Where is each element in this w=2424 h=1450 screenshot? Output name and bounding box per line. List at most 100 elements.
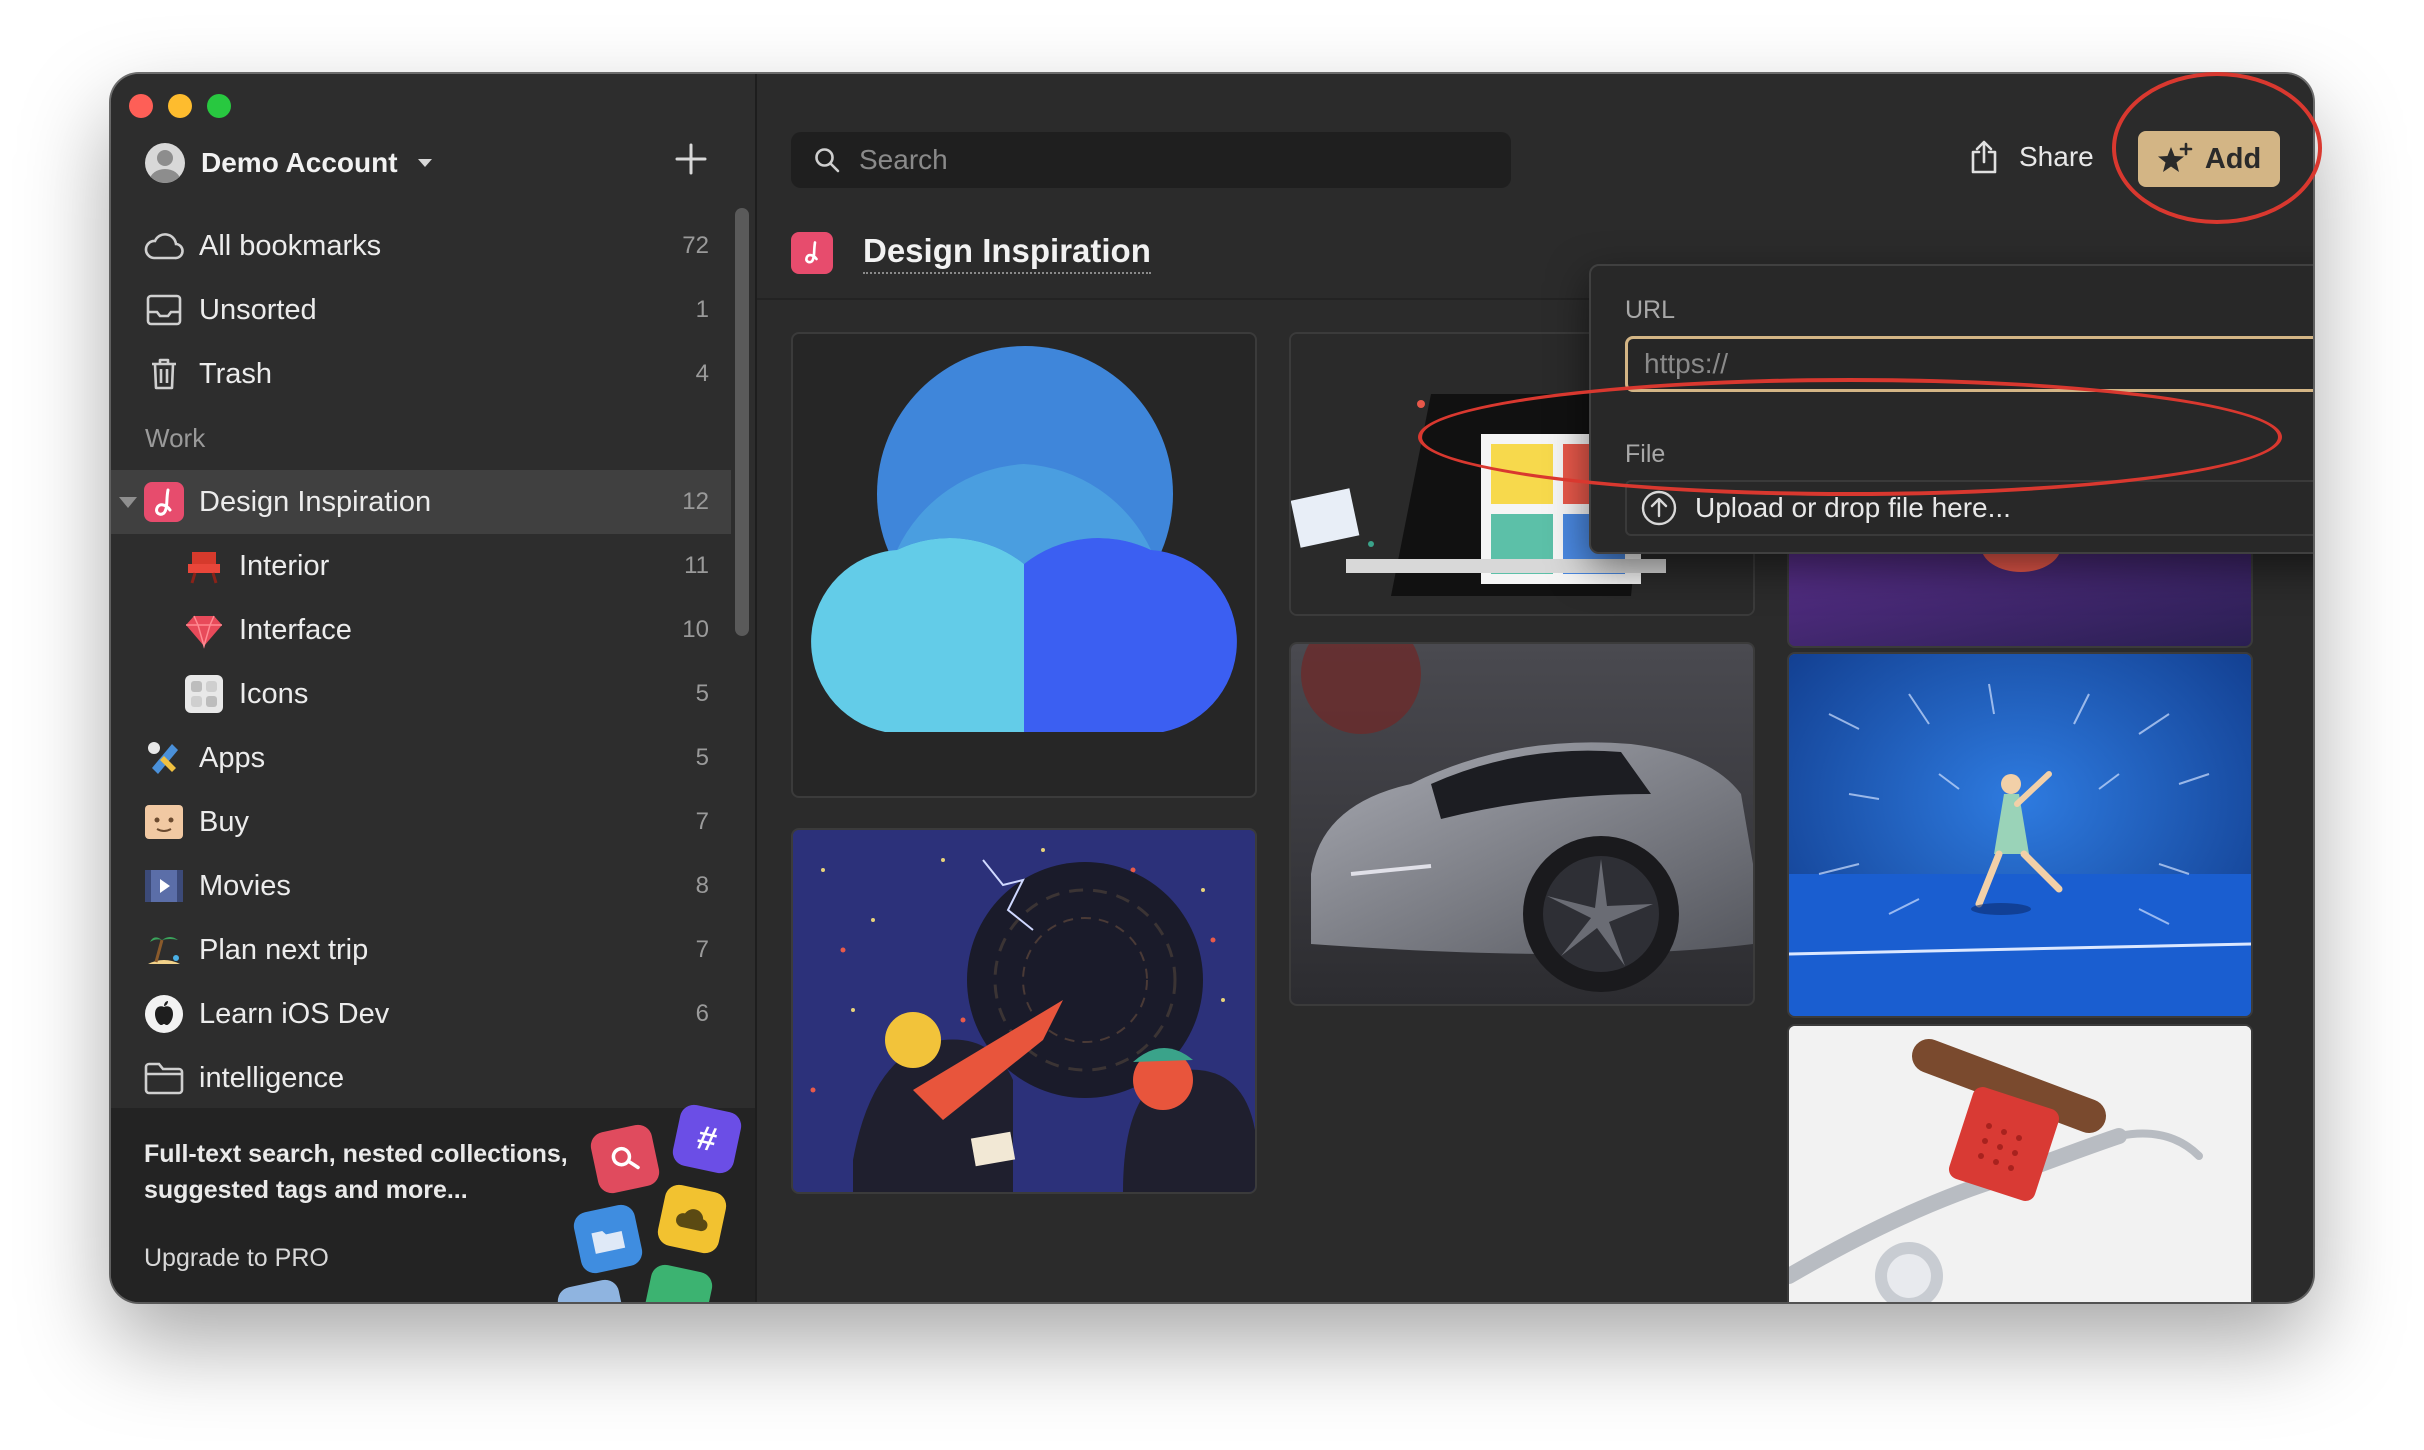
avatar [145, 143, 185, 183]
sidebar-item-label: Plan next trip [199, 933, 369, 966]
search-icon [815, 148, 840, 173]
window-controls [129, 94, 231, 118]
chevron-down-icon [417, 159, 432, 167]
folder-icon [143, 1057, 185, 1099]
bicycle-product-image [1789, 1026, 2251, 1302]
sidebar-item-icons[interactable]: Icons 5 [111, 662, 731, 726]
collection-header: Design Inspiration [791, 232, 1151, 274]
tennis-player-image [1789, 654, 2251, 1016]
sidebar-item-label: Buy [199, 805, 249, 838]
sidebar-item-label: Trash [199, 357, 273, 390]
account-name: Demo Account [201, 147, 398, 178]
sidebar-item-label: Interior [239, 549, 330, 582]
minimize-window-button[interactable] [168, 94, 192, 118]
account-menu[interactable]: Demo Account [145, 140, 432, 186]
add-bookmark-popover: URL File Upload or drop file here... [1589, 264, 2313, 554]
space-illustration-image [793, 830, 1255, 1192]
item-count: 10 [682, 616, 709, 643]
sidebar-item-plan-next-trip[interactable]: Plan next trip 7 [111, 918, 731, 982]
apple-icon [143, 993, 185, 1035]
app-icon [641, 1262, 715, 1302]
sidebar-item-label: Learn iOS Dev [199, 997, 390, 1030]
sidebar-item-interior[interactable]: Interior 11 [111, 534, 731, 598]
car-sketch-image [1291, 644, 1753, 1004]
bookmark-card[interactable] [1787, 544, 2253, 648]
search-icon [588, 1122, 662, 1196]
cloud-icon [655, 1182, 729, 1256]
beach-icon [143, 929, 185, 971]
bookmark-card[interactable] [791, 332, 1257, 798]
sidebar-item-label: All bookmarks [199, 229, 382, 262]
icons-collection-icon [183, 673, 225, 715]
item-count: 7 [695, 808, 709, 835]
new-collection-button[interactable] [671, 142, 711, 182]
sidebar-item-design-inspiration[interactable]: Design Inspiration 12 [111, 470, 731, 534]
sidebar-item-buy[interactable]: Buy 7 [111, 790, 731, 854]
item-count: 1 [695, 296, 709, 323]
close-window-button[interactable] [129, 94, 153, 118]
item-count: 5 [695, 680, 709, 707]
gem-icon [183, 609, 225, 651]
cloud-icon [143, 225, 185, 267]
url-label: URL [1625, 296, 1676, 324]
item-count: 11 [684, 552, 709, 579]
zoom-window-button[interactable] [207, 94, 231, 118]
upgrade-link[interactable]: Upgrade to PRO [144, 1244, 329, 1272]
design-inspiration-icon [791, 232, 833, 274]
sidebar-item-all-bookmarks[interactable]: All bookmarks 72 [111, 214, 731, 278]
hashtag-icon: # [670, 1102, 744, 1176]
buy-collection-icon [143, 801, 185, 843]
upgrade-promo[interactable]: Full-text search, nested collections, su… [111, 1102, 755, 1302]
sidebar: Demo Account All bookmarks 72 Unsorted 1 [111, 74, 757, 1302]
search-input[interactable]: Search [791, 132, 1511, 188]
bookmark-card[interactable] [1289, 642, 1755, 1006]
sidebar-item-apps[interactable]: Apps 5 [111, 726, 731, 790]
cloud-logo-image [811, 346, 1237, 732]
main-content: Search Share Add Design Inspiration [757, 74, 2313, 1302]
share-button[interactable]: Share [1969, 140, 2094, 174]
item-count: 4 [695, 360, 709, 387]
trash-icon [143, 353, 185, 395]
sidebar-scrollbar[interactable] [735, 208, 749, 636]
bookmark-card[interactable] [1787, 1024, 2253, 1302]
item-count: 8 [695, 872, 709, 899]
film-icon [143, 865, 185, 907]
bookmark-card[interactable] [1787, 652, 2253, 1018]
disclosure-triangle-icon[interactable] [119, 497, 137, 508]
sidebar-item-trash[interactable]: Trash 4 [111, 342, 731, 406]
sidebar-item-learn-ios-dev[interactable]: Learn iOS Dev 6 [111, 982, 731, 1046]
app-window: Demo Account All bookmarks 72 Unsorted 1 [111, 74, 2313, 1302]
add-button[interactable]: Add [2138, 131, 2280, 187]
item-count: 5 [695, 744, 709, 771]
sidebar-item-intelligence[interactable]: intelligence [111, 1046, 731, 1110]
page-title[interactable]: Design Inspiration [863, 232, 1151, 274]
plus-icon [675, 143, 707, 175]
item-count: 6 [695, 1000, 709, 1027]
share-icon [1971, 140, 1997, 174]
sidebar-item-interface[interactable]: Interface 10 [111, 598, 731, 662]
apps-collection-icon [143, 737, 185, 779]
chat-icon [555, 1277, 629, 1302]
section-label-work[interactable]: Work [145, 422, 206, 453]
upload-file-dropzone[interactable]: Upload or drop file here... [1625, 480, 2313, 536]
url-input[interactable] [1625, 336, 2313, 392]
folder-icon [571, 1202, 645, 1276]
sidebar-nav: All bookmarks 72 Unsorted 1 Trash 4 Work [111, 214, 731, 1110]
sidebar-item-label: intelligence [199, 1061, 345, 1094]
add-label: Add [2204, 142, 2262, 175]
sidebar-item-unsorted[interactable]: Unsorted 1 [111, 278, 731, 342]
gradient-artwork-image [1789, 546, 2251, 646]
bookmark-card[interactable] [791, 828, 1257, 1194]
chair-icon [183, 545, 225, 587]
design-inspiration-icon [143, 481, 185, 523]
promo-text: Full-text search, nested collections, su… [144, 1140, 568, 1204]
inbox-icon [143, 289, 185, 331]
file-label: File [1625, 440, 1666, 468]
sidebar-item-label: Design Inspiration [199, 485, 432, 518]
sidebar-item-label: Interface [239, 613, 352, 646]
upload-arrow-icon [1641, 490, 1677, 526]
item-count: 7 [695, 936, 709, 963]
sidebar-item-movies[interactable]: Movies 8 [111, 854, 731, 918]
header-divider [757, 298, 2313, 300]
sidebar-item-label: Movies [199, 869, 291, 902]
